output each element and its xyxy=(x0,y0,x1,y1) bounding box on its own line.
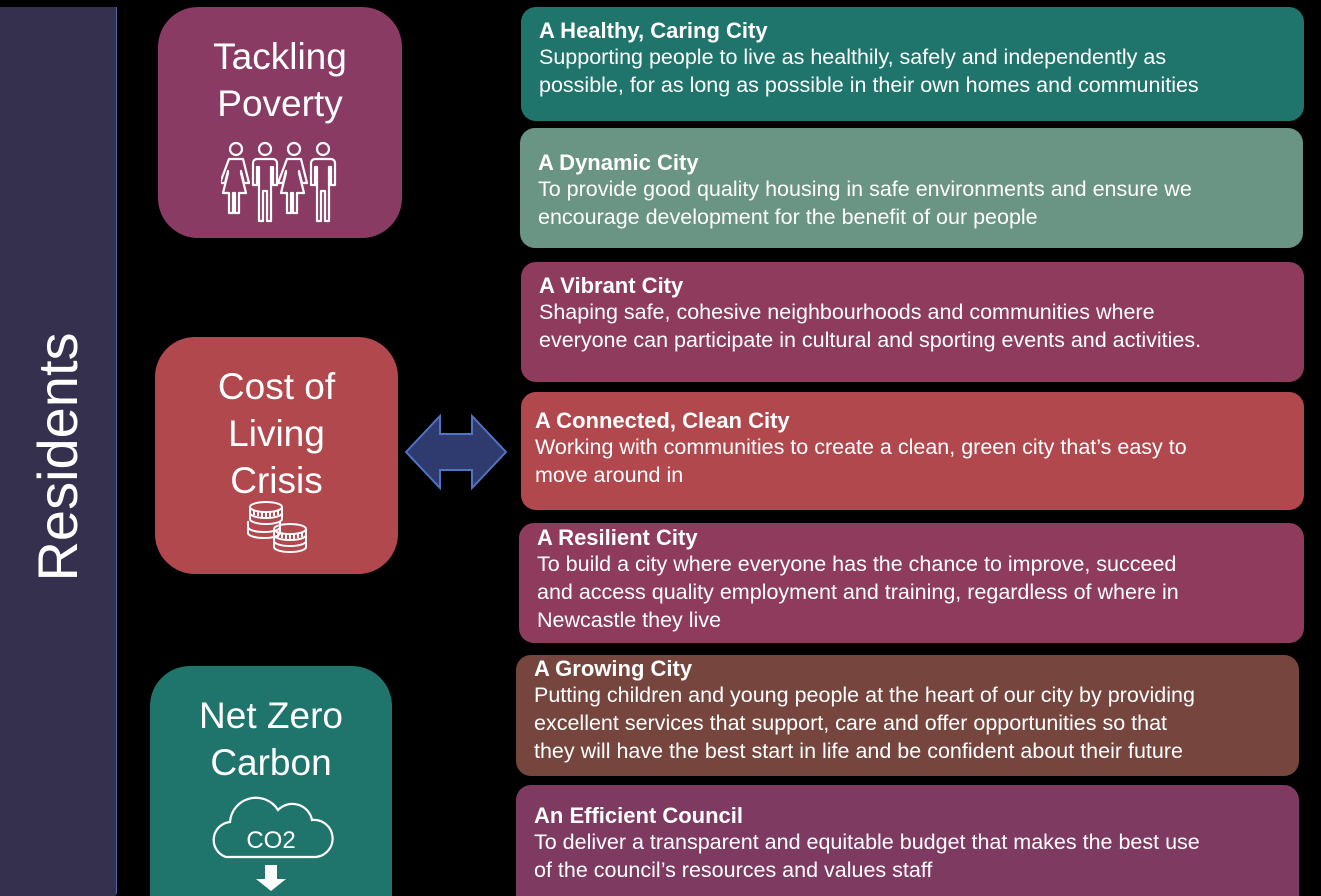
card-title: An Efficient Council xyxy=(534,803,743,828)
theme-title-line: Tackling xyxy=(213,36,347,77)
coins-icon xyxy=(246,501,307,553)
theme-tackling-poverty: Tackling Poverty xyxy=(158,7,402,238)
card-description-line: Putting children and young people at the… xyxy=(534,683,1195,707)
card-description-line: Newcastle they live xyxy=(537,608,722,632)
priority-card-vibrant: A Vibrant City Shaping safe, cohesive ne… xyxy=(521,262,1304,382)
priority-card-connected-clean: A Connected, Clean City Working with com… xyxy=(521,392,1304,510)
priority-card-resilient: A Resilient City To build a city where e… xyxy=(519,523,1304,643)
co2-cloud-icon: CO2 xyxy=(212,796,334,891)
priority-card-growing: A Growing City Putting children and youn… xyxy=(516,655,1299,776)
card-description-line: To build a city where everyone has the c… xyxy=(537,552,1177,576)
card-description-line: they will have the best start in life an… xyxy=(534,739,1183,763)
card-title: A Dynamic City xyxy=(538,150,699,175)
card-description-line: of the council’s resources and values st… xyxy=(534,858,933,882)
theme-net-zero: Net Zero Carbon CO2 xyxy=(150,666,392,896)
theme-title-line: Crisis xyxy=(230,460,323,501)
co2-label: CO2 xyxy=(246,827,295,854)
double-arrow-icon xyxy=(404,414,508,490)
theme-title-line: Net Zero xyxy=(199,695,343,736)
card-title: A Healthy, Caring City xyxy=(539,18,768,43)
priority-card-healthy-caring: A Healthy, Caring City Supporting people… xyxy=(521,7,1304,121)
card-description-line: Working with communities to create a cle… xyxy=(535,435,1187,459)
card-title: A Vibrant City xyxy=(539,273,684,298)
card-description-line: encourage development for the benefit of… xyxy=(538,205,1038,229)
priority-card-efficient-council: An Efficient Council To deliver a transp… xyxy=(516,785,1299,896)
theme-title-line: Poverty xyxy=(217,83,343,124)
card-description-line: Shaping safe, cohesive neighbourhoods an… xyxy=(539,300,1155,324)
card-description-line: everyone can participate in cultural and… xyxy=(539,328,1202,352)
card-title: A Connected, Clean City xyxy=(535,408,790,433)
priority-card-dynamic: A Dynamic City To provide good quality h… xyxy=(520,128,1303,248)
card-title: A Growing City xyxy=(534,656,693,681)
theme-cost-of-living: Cost of Living Crisis xyxy=(155,337,398,574)
theme-title-line: Carbon xyxy=(210,742,332,783)
residents-sidebar: Residents xyxy=(0,7,117,896)
card-description-line: move around in xyxy=(535,463,684,487)
card-description-line: Supporting people to live as healthily, … xyxy=(539,45,1167,69)
card-description-line: possible, for as long as possible in the… xyxy=(539,73,1199,97)
card-description-line: excellent services that support, care an… xyxy=(534,711,1168,735)
card-description-line: To provide good quality housing in safe … xyxy=(538,177,1192,201)
theme-title-line: Cost of xyxy=(217,366,336,407)
card-description-line: and access quality employment and traini… xyxy=(537,580,1179,604)
people-group-icon xyxy=(221,141,337,223)
card-title: A Resilient City xyxy=(537,525,698,550)
residents-label: Residents xyxy=(26,332,89,582)
theme-title-line: Living xyxy=(228,413,325,454)
card-description-line: To deliver a transparent and equitable b… xyxy=(534,830,1200,854)
